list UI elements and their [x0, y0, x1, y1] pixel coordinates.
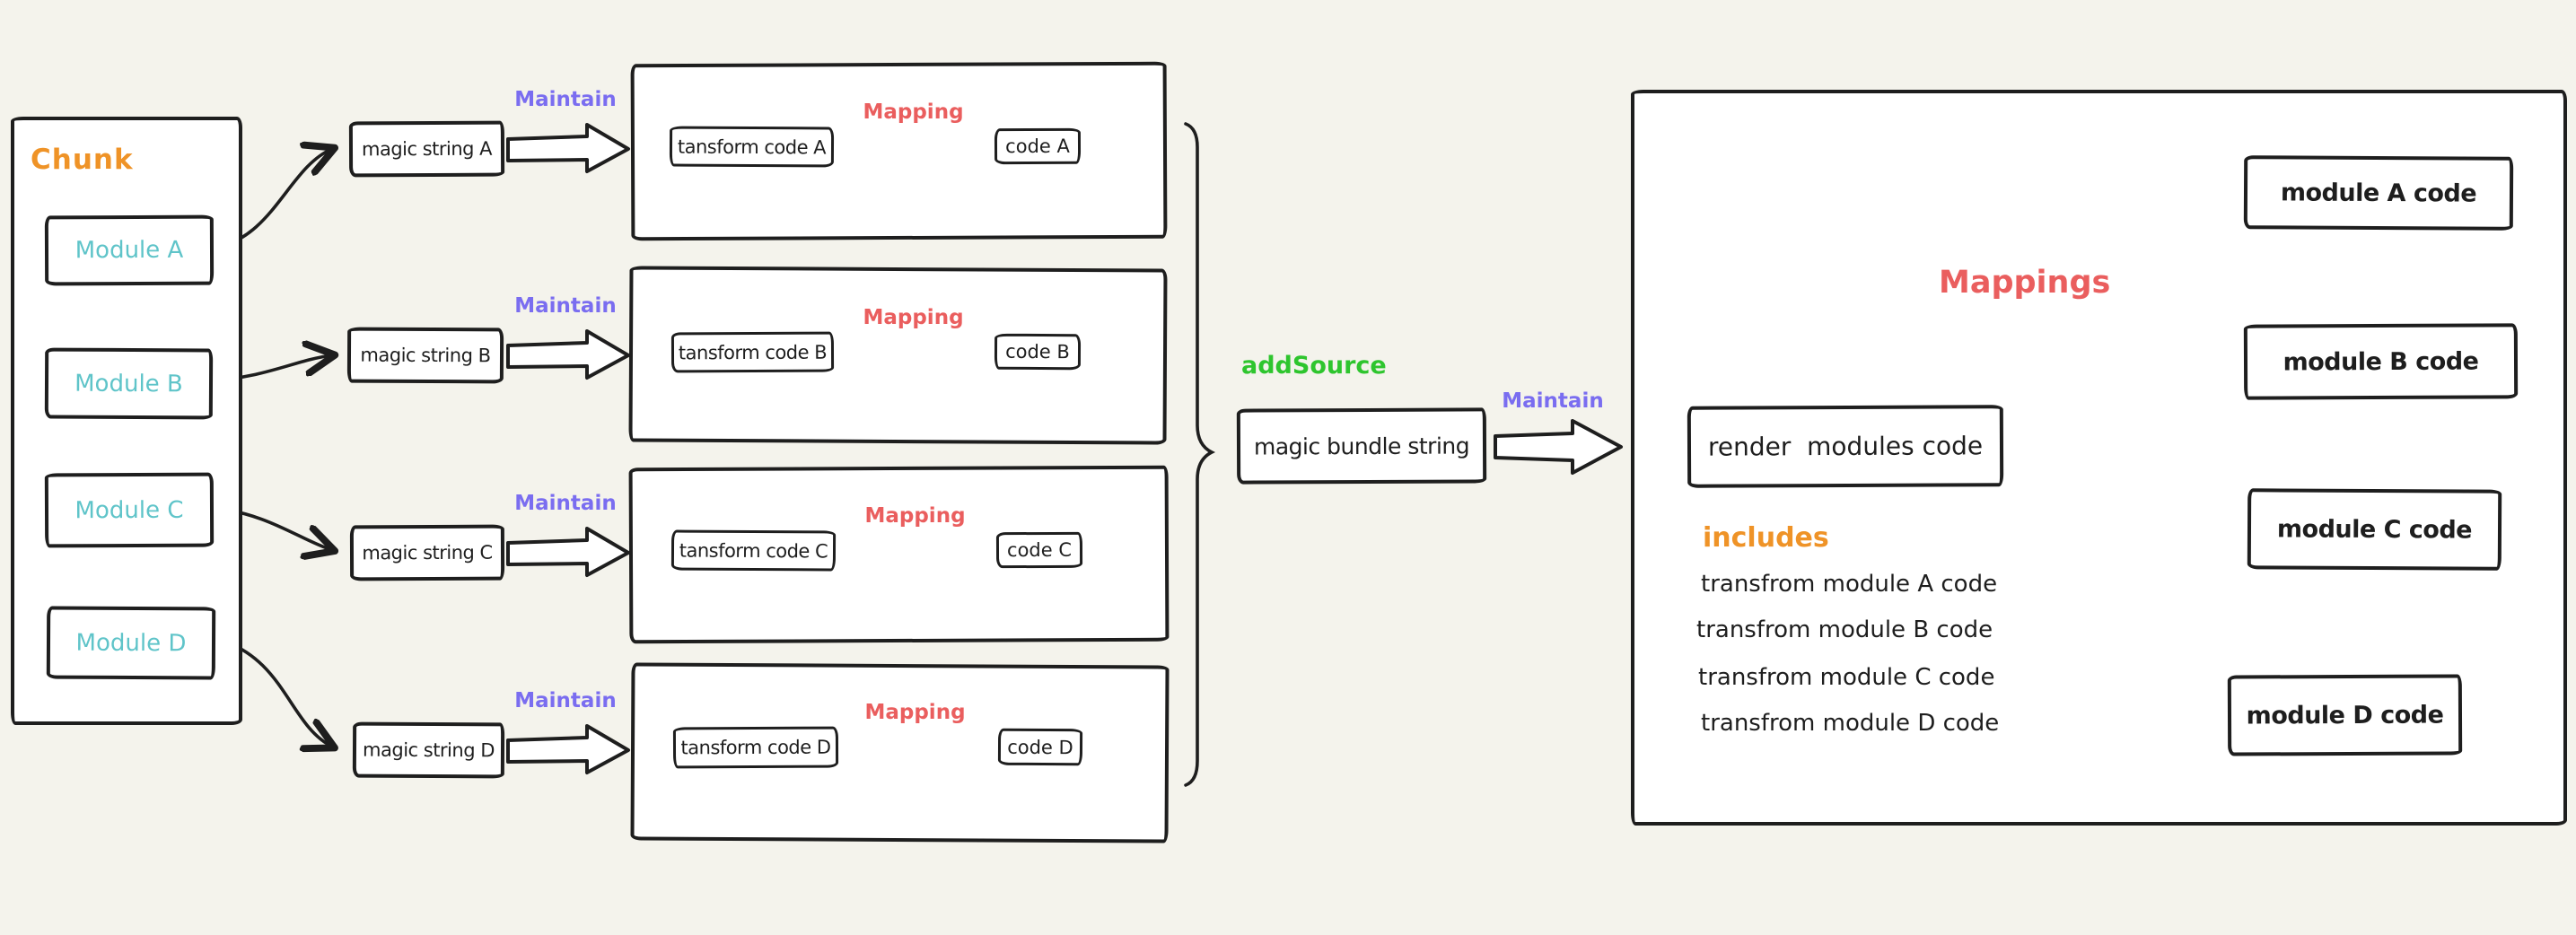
render-modules-code-box: render modules code [1687, 405, 2004, 488]
chunk-module-b: Module B [44, 347, 214, 420]
chunk-module-a: Module A [44, 214, 215, 286]
magic-bundle-string-label: magic bundle string [1253, 432, 1470, 460]
chunk-module-d-label: Module D [75, 629, 187, 657]
magic-string-c-box: magic string C [349, 524, 505, 581]
magic-bundle-string-box: magic bundle string [1236, 407, 1487, 485]
mapping-label-b: Mapping [863, 306, 964, 329]
transform-code-c-label: tansform code C [679, 539, 828, 562]
magic-string-a-label: magic string A [361, 137, 493, 161]
chunk-module-a-label: Module A [74, 236, 184, 265]
maintain-block-arrow-bundle [1494, 419, 1623, 475]
chunk-module-c-label: Module C [74, 496, 184, 524]
maintain-block-arrow-b [506, 329, 630, 380]
output-module-a-label: module A code [2280, 178, 2477, 208]
maintain-label-a: Maintain [514, 88, 617, 111]
magic-string-b-box: magic string B [346, 327, 504, 384]
code-a-box: code A [994, 127, 1082, 165]
maintain-block-arrow-c [506, 527, 630, 577]
output-module-d-label: module D code [2246, 701, 2444, 730]
includes-label: includes [1703, 522, 1829, 554]
includes-item-b: transfrom module B code [1696, 616, 1993, 643]
transform-code-d-label: tansform code D [680, 736, 831, 759]
includes-item-c: transfrom module C code [1698, 664, 1995, 691]
render-modules-code-label: render modules code [1707, 431, 1984, 462]
maintain-label-d: Maintain [514, 689, 617, 712]
output-module-d-box: module D code [2227, 674, 2463, 756]
transform-code-a-box: tansform code A [669, 126, 835, 168]
code-b-box: code B [994, 333, 1082, 371]
transform-code-b-label: tansform code B [678, 341, 828, 363]
chunk-module-d: Module D [46, 606, 216, 680]
code-d-label: code D [1007, 736, 1073, 758]
code-d-box: code D [997, 728, 1083, 766]
mapping-label-a: Mapping [863, 100, 964, 124]
maintain-block-arrow-a [506, 123, 630, 173]
maintain-label-b: Maintain [514, 294, 617, 318]
group-brace [1184, 122, 1216, 787]
magic-string-b-label: magic string B [360, 344, 491, 367]
code-b-label: code B [1005, 340, 1070, 363]
includes-item-d: transfrom module D code [1701, 710, 2000, 737]
magic-string-d-label: magic string D [363, 738, 495, 762]
chunk-title: Chunk [31, 144, 134, 176]
chunk-module-b-label: Module B [74, 370, 183, 398]
transform-code-d-box: tansform code D [672, 726, 839, 769]
output-module-c-box: module C code [2247, 488, 2502, 571]
mapping-label-d: Mapping [864, 701, 966, 724]
maintain-label-bundle: Maintain [1502, 389, 1604, 413]
maintain-block-arrow-d [506, 724, 630, 774]
chunk-module-c: Module C [44, 472, 215, 548]
output-module-b-label: module B code [2282, 347, 2479, 376]
code-a-label: code A [1005, 135, 1070, 158]
code-c-label: code C [1006, 538, 1073, 562]
transform-code-a-label: tansform code A [677, 135, 827, 158]
transform-code-c-box: tansform code C [670, 529, 837, 572]
magic-string-c-label: magic string C [362, 541, 493, 564]
magic-string-d-box: magic string D [352, 721, 505, 779]
add-source-label: addSource [1241, 352, 1387, 380]
mappings-label: Mappings [1939, 265, 2111, 301]
magic-string-a-box: magic string A [348, 120, 505, 178]
output-module-c-label: module C code [2276, 514, 2473, 545]
code-c-box: code C [995, 531, 1083, 569]
maintain-label-c: Maintain [514, 492, 617, 515]
includes-item-a: transfrom module A code [1701, 571, 1998, 598]
transform-code-b-box: tansform code B [670, 331, 835, 373]
output-module-a-box: module A code [2243, 155, 2514, 231]
mapping-label-c: Mapping [864, 504, 966, 528]
output-module-b-box: module B code [2243, 323, 2519, 400]
